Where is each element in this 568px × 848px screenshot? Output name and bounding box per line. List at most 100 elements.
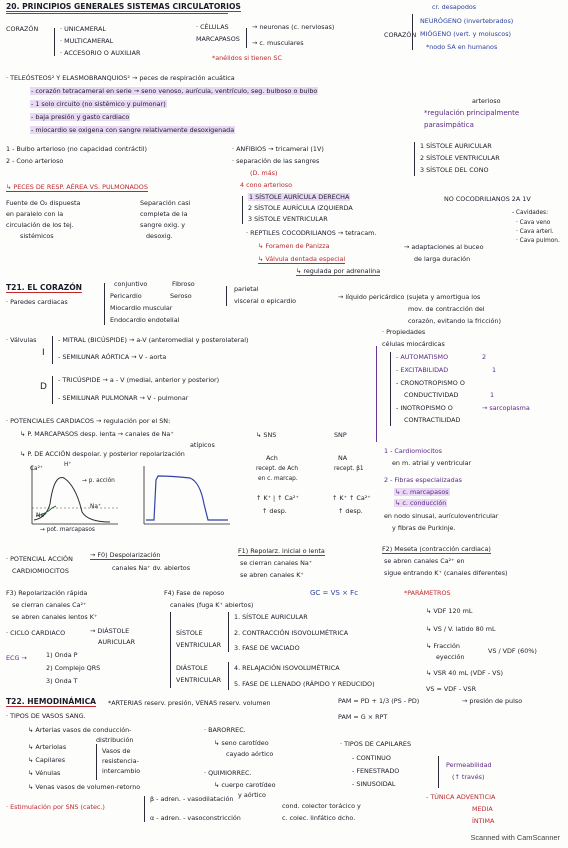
adaptaciones-1: → adaptaciones al buceo [404, 243, 484, 251]
valvula-i: I [42, 348, 45, 358]
corazon-b: CORAZÓN [384, 31, 417, 39]
musculares: → c. musculares [252, 39, 304, 47]
capilar-sinusoidal: - SINUSOIDAL [352, 780, 396, 788]
sns-ach: Ach [266, 454, 278, 462]
prop-automatismo: - AUTOMATISMO [396, 353, 449, 361]
sns-recept-1: recept. de Ach [256, 466, 299, 472]
sns: ↳ SNS [256, 431, 277, 439]
fibras-1: 1 - Cardiomiocitos [384, 447, 443, 455]
cavas-2: · Cava veno [516, 220, 551, 226]
ciclo: · CICLO CARDIACO [6, 629, 66, 637]
p-accion: ↳ P. DE ACCIÓN despolar. y posterior rep… [20, 450, 185, 458]
anelidos-note: *anélidos si tienen SC [212, 54, 282, 62]
estimulacion: · Estimulación por SNS (catec.) [6, 803, 105, 811]
cr-desapodos: cr. desapodos [432, 3, 477, 11]
pam-pulso: → presión de pulso [462, 697, 523, 705]
tel-item-4: - miocardio se oxigena con sangre relati… [30, 126, 236, 134]
fibroso: Fibroso [172, 280, 195, 288]
ecg: ECG → [6, 654, 27, 662]
param-ratio: VS / VDF (60%) [488, 647, 537, 655]
gc-formula: GC = VS × Fc [310, 589, 359, 597]
param-fraccion: ↳ Fracción [426, 642, 460, 650]
permeab-1: Permeabilidad [446, 761, 492, 769]
fibras-7: y fibras de Purkinje. [392, 524, 456, 532]
brace-capilares [438, 756, 439, 788]
param-vdf: ↳ VDF 120 mL [426, 607, 473, 615]
prop-num-1: 2 [482, 353, 487, 361]
brace-celulas [246, 28, 247, 48]
capilar-fenestrado: - FENESTRADO [352, 767, 400, 775]
liquido-1: → líquido pericárdico (sujeta y amortigu… [338, 293, 481, 301]
fibras-2: en m. atrial y ventricular [392, 459, 472, 467]
diastole-a-2: AURICULAR [98, 638, 136, 646]
tipos-vasos: · TIPOS DE VASOS SANG. [6, 712, 86, 720]
layer-miocardio: Miocardio muscular [110, 304, 173, 312]
sistole-v-1: SÍSTOLE [176, 629, 203, 637]
beta-adren: β - adren. - vasodilatación [150, 795, 234, 803]
prop-cronotropismo: - CRONOTROPISMO O [396, 379, 465, 387]
regulacion-1: *regulación principalmente [424, 109, 520, 117]
liquido-2: mov. de contracción del [408, 305, 485, 313]
ciclo-step-1: 1. SÍSTOLE AURICULAR [234, 613, 308, 621]
footer-scanned: Scanned with CamScanner [470, 833, 560, 842]
parametros: *PARÁMETROS [404, 589, 451, 597]
fuente-1: Fuente de O₂ dispuesta [6, 199, 81, 207]
brace-resist [96, 744, 97, 780]
brace-valvula-d [52, 376, 53, 404]
fibras-5: ↳ c. conducción [394, 499, 448, 507]
semilunar-pulmonar: - SEMILUNAR PULMONAR → V - pulmonar [58, 394, 189, 402]
graph-pot-marcapasos: → pot. marcapasos [40, 527, 95, 533]
snp-recept: recept. β1 [334, 466, 364, 472]
tel-item-3: - baja presión y gasto cardiaco [30, 113, 131, 121]
sistole-r-2: 2 SÍSTOLE VENTRICULAR [420, 154, 500, 162]
propiedades-1: · Propiedades [382, 328, 426, 336]
f3-title: F3) Repolarización rápida [6, 589, 88, 597]
f1-desc-1: se cierran canales Na⁺ [240, 559, 313, 567]
marcapasos: MARCAPASOS [196, 35, 240, 43]
cono-arterioso: 4 cono arterioso [240, 181, 293, 189]
vaso-distribucion: distribución [96, 736, 134, 744]
ecg-t: 3) Onda T [46, 677, 78, 685]
f2-desc-1: se abren canales Ca²⁺ en [384, 557, 465, 565]
valvulas: · Válvulas [6, 336, 37, 344]
liquido-3: corazón, evitando la fricción) [408, 317, 501, 325]
param-vsr: ↳ VSR 40 mL (VDF - VS) [426, 669, 504, 677]
prop-num-3: 1 [490, 391, 495, 399]
visceral: visceral o epicardio [234, 297, 297, 305]
prop-inotropismo: - INOTROPISMO O [396, 404, 453, 412]
rep-foramen: ↳ Foramen de Panizza [258, 242, 330, 250]
graph-paccion: → p. acción [82, 478, 115, 484]
ecg-qrs: 2) Complejo QRS [46, 664, 101, 672]
param-vs: ↳ VS / V. latido 80 mL [426, 625, 496, 633]
quimio-3: y aórtico [238, 791, 266, 799]
capilar-continuo: - CONTINUO [352, 754, 391, 762]
resist-1: Vasos de [102, 747, 131, 755]
fuente-4: sistémicos [20, 232, 54, 240]
cavas-1: - Cavidades: [512, 210, 549, 216]
diastole-v-1: DIÁSTOLE [176, 664, 208, 672]
diastole-v-2: VENTRICULAR [176, 676, 222, 684]
prop-num-2: 1 [492, 366, 497, 374]
sistole-anf-1: 1 SÍSTOLE AURÍCULA DERECHA [248, 193, 351, 201]
tunica-media: MEDIA [472, 805, 493, 813]
action-potential-graph [31, 466, 230, 525]
f3-desc-2: se abren canales lentos K⁺ [12, 613, 98, 621]
capilares-title: · TIPOS DE CAPILARES [340, 740, 411, 748]
ciclo-step-4: 4. RELAJACIÓN ISOVOLUMÉTRICA [234, 664, 340, 672]
vaso-venas: ↳ Venas vasos de volumen-retorno [28, 783, 141, 791]
brace-layers [104, 283, 105, 325]
quimio-4: cond. colector torácico y [282, 802, 361, 810]
f2-title: F2) Meseta (contracción cardiaca) [382, 545, 491, 554]
connector-props-fibras [376, 346, 377, 442]
unicameral: · UNICAMERAL [60, 25, 106, 33]
rep-valvula: ↳ Válvula dentada especial [258, 255, 346, 264]
separacion-2: completa de la [140, 210, 188, 218]
d-mas: (D. más) [250, 169, 278, 177]
permeab-2: (↑ través) [452, 773, 485, 781]
brace-adren [144, 796, 145, 822]
teleosteos: · TELEÓSTEOS² Y ELASMOBRANQUIOS² → peces… [6, 74, 235, 82]
tunica-adventicia: - TÚNICA ADVENTICIA [426, 793, 496, 801]
potenciales: · POTENCIALES CARDIACOS → regulación por… [6, 417, 171, 425]
graph-ca: Ca²⁺ [30, 466, 43, 472]
propiedades-2: células miocárdicas [382, 340, 445, 348]
